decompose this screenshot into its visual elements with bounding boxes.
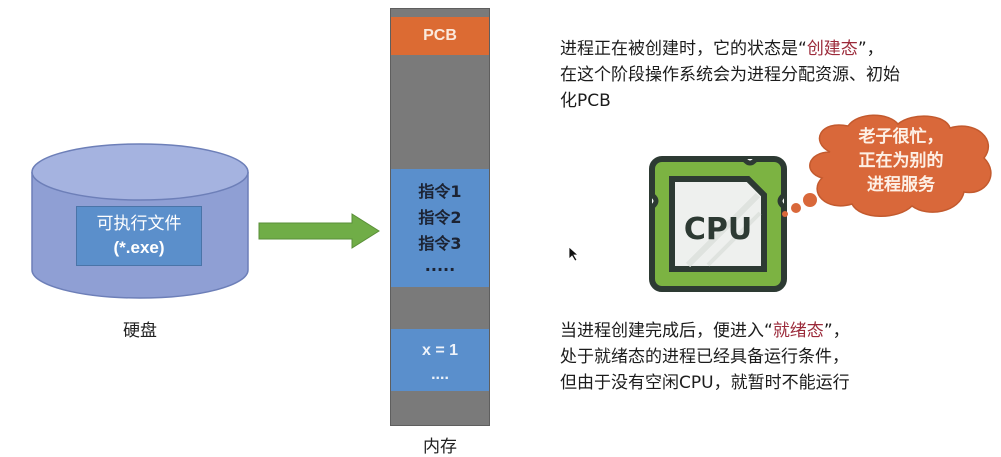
ready-text-line2: 处于就绪态的进程已经具备运行条件，: [560, 347, 849, 367]
cpu-label: CPU: [684, 212, 752, 247]
mouse-cursor-icon: [568, 246, 580, 262]
instructions-block: 指令1 指令2 指令3 .....: [391, 169, 489, 287]
created-state-term: 创建态: [806, 39, 858, 59]
executable-file-box: 可执行文件 (*.exe): [76, 206, 202, 266]
memory-caption: 内存: [423, 437, 457, 457]
data-ellipsis: ....: [431, 366, 449, 383]
thought-dots-icon: [782, 193, 817, 217]
instruction-line: 指令3: [418, 234, 462, 253]
ready-text-after: ”，: [823, 321, 850, 341]
pcb-block: PCB: [391, 17, 489, 55]
instruction-line: 指令2: [418, 208, 462, 227]
bubble-line: 进程服务: [867, 175, 935, 195]
cpu-chip-icon: CPU: [649, 156, 787, 292]
disk-caption: 硬盘: [123, 321, 157, 341]
ready-text-before: 当进程创建完成后，便进入“: [560, 321, 773, 341]
data-block: x = 1 ....: [391, 329, 489, 391]
ready-state-term: 就绪态: [772, 321, 824, 341]
thought-bubble-icon: [809, 114, 992, 217]
bubble-line: 老子很忙，: [858, 127, 944, 147]
right-arrow-icon: [258, 213, 380, 249]
executable-file-label: 可执行文件: [96, 214, 182, 234]
ready-state-description: 当进程创建完成后，便进入“就绪态”， 处于就绪态的进程已经具备运行条件， 但由于…: [560, 318, 960, 396]
bubble-line: 正在为别的: [858, 151, 944, 171]
executable-file-extension: (*.exe): [113, 238, 165, 257]
memory-column: PCB 指令1 指令2 指令3 ..... x = 1 ....: [390, 8, 490, 426]
ready-text-line3: 但由于没有空闲CPU，就暂时不能运行: [560, 373, 850, 393]
created-text-after: ”，在这个阶段操作系统会为进程分配资源、初始化PCB: [560, 39, 900, 111]
thought-bubble-text: 老子很忙， 正在为别的 进程服务: [822, 125, 980, 197]
created-text-before: 进程正在被创建时，它的状态是“: [560, 39, 807, 59]
instruction-line: 指令1: [418, 182, 462, 201]
instruction-ellipsis: .....: [424, 256, 456, 275]
data-line: x = 1: [421, 342, 459, 359]
created-state-description: 进程正在被创建时，它的状态是“创建态”，在这个阶段操作系统会为进程分配资源、初始…: [560, 36, 900, 114]
